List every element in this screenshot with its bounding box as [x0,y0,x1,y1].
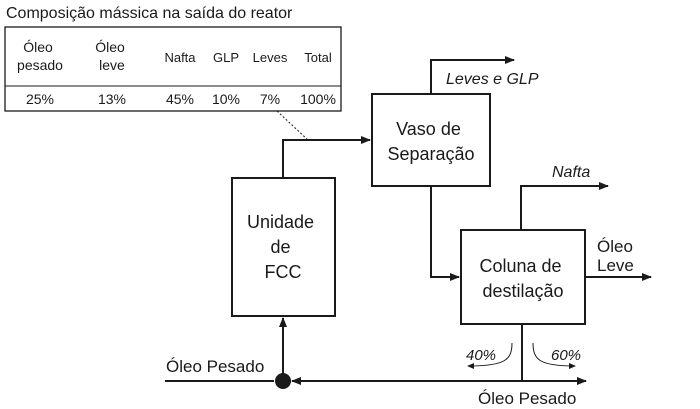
separator-vessel-label: Vaso de Separação [387,119,474,164]
fcc-unit-box [231,177,336,317]
value-nafta: 45% [166,91,194,107]
split-arrow-product [532,342,576,369]
table-title: Composição mássica na saída do reator [6,5,293,22]
value-oleo-pesado: 25% [26,91,54,107]
oleo-pesado-product-label: Óleo Pesado [478,389,576,408]
stream-separator-to-column [430,186,460,281]
distillation-column-box [460,229,586,325]
stream-nafta [520,182,609,230]
oleo-pesado-feed-label: Óleo Pesado [166,357,264,376]
header-leves: Leves [253,50,288,65]
composition-table [4,26,342,112]
product-percent-label: 60% [551,347,581,364]
header-glp: GLP [213,50,239,65]
value-oleo-leve: 13% [98,91,126,107]
leves-glp-label: Leves e GLP [446,71,539,88]
recycle-percent-label: 40% [466,347,496,364]
oleo-leve-label: Óleo Leve [597,237,638,275]
stream-leves-glp [430,56,515,94]
value-glp: 10% [212,91,240,107]
split-arrow-recycle [467,342,513,369]
value-leves: 7% [260,91,280,107]
value-total: 100% [300,91,336,107]
header-oleo-pesado: Óleo pesado [17,39,63,73]
nafta-label: Nafta [552,164,590,181]
header-total: Total [304,50,332,65]
mixing-point [275,373,291,389]
header-oleo-leve: Óleo leve [95,39,128,73]
table-leader-line [276,110,309,141]
separator-vessel-box [371,93,491,187]
header-nafta: Nafta [164,50,196,65]
distillation-column-label: Coluna de destilação [479,256,566,301]
stream-fcc-to-separator [282,136,371,178]
fcc-unit-label: Unidade de FCC [247,212,319,282]
